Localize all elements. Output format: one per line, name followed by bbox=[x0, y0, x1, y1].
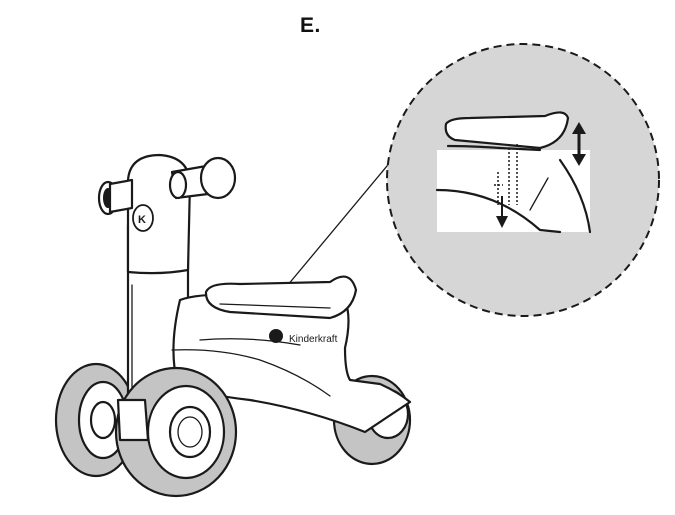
brand-name: Kinderkraft bbox=[289, 334, 338, 345]
handlebar-right bbox=[168, 156, 237, 200]
handlebar-left bbox=[97, 178, 134, 216]
headtube-logo-mark: K bbox=[138, 214, 146, 226]
down-arrow-icon bbox=[496, 196, 508, 228]
headtube-logo: K bbox=[132, 204, 154, 232]
front-axle bbox=[116, 398, 150, 442]
body-curve bbox=[171, 349, 331, 397]
detail-cutaway bbox=[437, 150, 590, 232]
double-vertical-arrow-icon bbox=[572, 122, 586, 166]
callout-leader-line bbox=[281, 159, 393, 293]
seat bbox=[204, 275, 358, 320]
balance-bike: K Kinderkraft bbox=[54, 153, 412, 498]
detail-seat bbox=[444, 111, 570, 150]
body-brand: Kinderkraft bbox=[269, 329, 338, 345]
detail-seat-base bbox=[446, 144, 542, 152]
detail-frame-seam bbox=[529, 177, 549, 211]
detail-frame-curve bbox=[435, 188, 562, 234]
seat-edge bbox=[219, 303, 331, 309]
seat-detail-callout bbox=[386, 43, 660, 317]
body-highlight bbox=[199, 338, 301, 346]
front-left-wheel bbox=[54, 362, 138, 478]
step-label: E. bbox=[300, 14, 321, 37]
detail-frame-edge bbox=[558, 158, 592, 234]
